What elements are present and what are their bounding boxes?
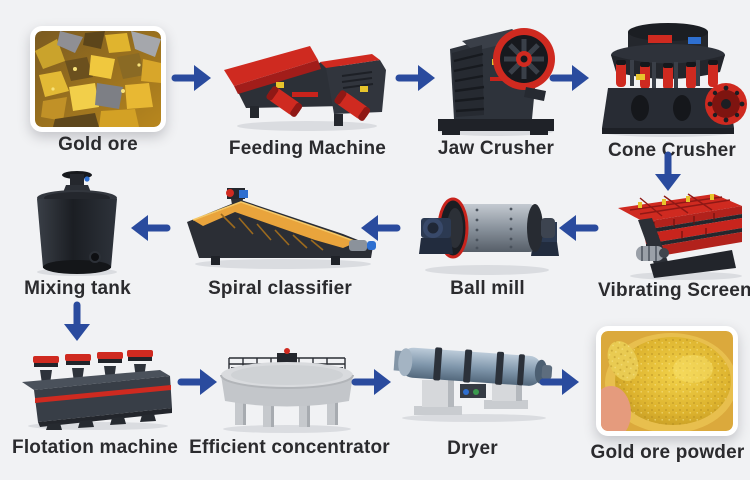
node-label: Gold ore (58, 134, 138, 155)
node-label: Jaw Crusher (437, 138, 555, 159)
ball-mill-image (415, 182, 560, 277)
arrow-spiral-classifier-to-mixing-tank (128, 206, 172, 250)
arrow-ball-mill-to-spiral-classifier (358, 206, 402, 250)
arrow-dryer-to-gold-ore-powder (538, 360, 582, 404)
arrow-flotation-machine-to-efficient-concentrator (176, 360, 220, 404)
arrow-cone-crusher-to-vibrating-screen (646, 150, 690, 194)
node-label: Dryer (447, 438, 498, 459)
node-label: Ball mill (450, 278, 525, 299)
gold-ore-photo (30, 26, 166, 132)
arrow-efficient-concentrator-to-dryer (350, 360, 394, 404)
node-label: Gold ore powder (590, 442, 745, 463)
arrow-gold-ore-to-feeding-machine (170, 56, 214, 100)
flotation-machine-image (16, 342, 174, 430)
jaw-crusher-image (432, 15, 560, 137)
gold-ore-powder-photo (596, 326, 738, 436)
vibrating-screen-image (610, 188, 748, 280)
node-label: Vibrating Screen (598, 280, 750, 301)
arrow-jaw-crusher-to-cone-crusher (548, 56, 592, 100)
node-label: Spiral classifier (208, 278, 352, 299)
mixing-tank-image (33, 170, 121, 278)
node-label: Mixing tank (24, 278, 131, 299)
arrow-mixing-tank-to-flotation-machine (55, 300, 99, 344)
arrow-feeding-machine-to-jaw-crusher (394, 56, 438, 100)
cone-crusher-image (596, 18, 748, 138)
feeding-machine-image (222, 42, 392, 134)
dryer-image (392, 332, 557, 424)
node-label: Cone Crusher (607, 140, 737, 161)
node-label: Feeding Machine (228, 138, 387, 159)
arrow-vibrating-screen-to-ball-mill (556, 206, 600, 250)
efficient-concentrator-image (213, 345, 361, 433)
node-label: Flotation machine (12, 437, 178, 458)
spiral-classifier-image (183, 188, 378, 270)
node-label: Efficient concentrator (189, 437, 390, 458)
